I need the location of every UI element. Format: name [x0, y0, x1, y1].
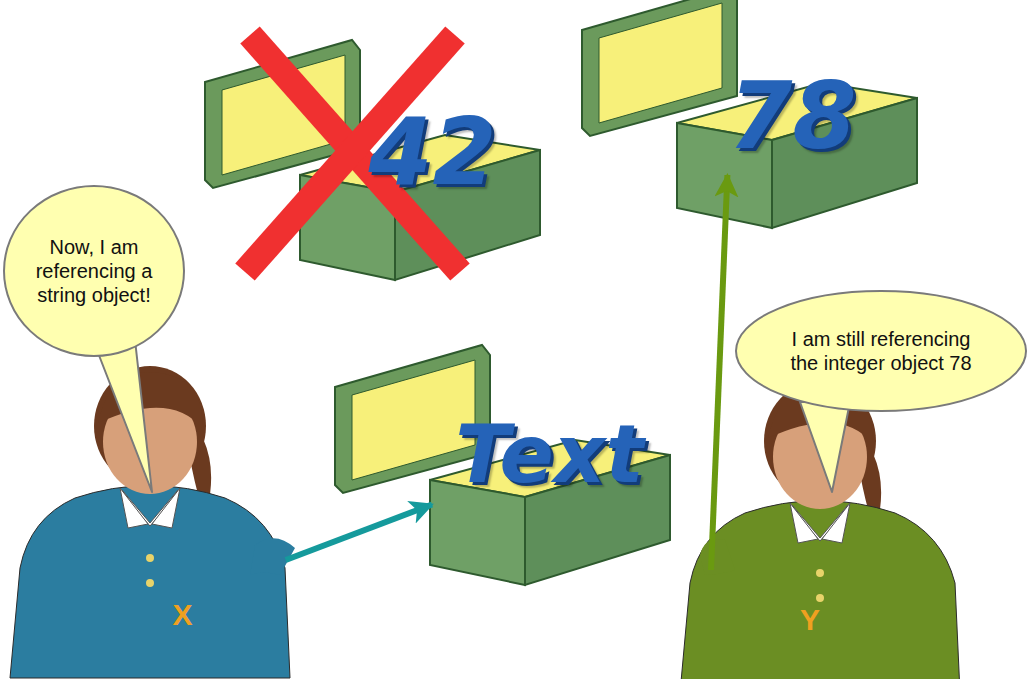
value-text: 42 [368, 107, 496, 199]
box-content: 78 [715, 58, 870, 175]
bubble-shape [736, 291, 1026, 411]
speech-bubble: I am still referencing the integer objec… [735, 290, 1027, 412]
person-figure: Y [700, 570, 920, 670]
bubble-shape [4, 186, 184, 356]
value-text: Text [455, 415, 643, 495]
variable-name: Y [800, 605, 820, 635]
speech-text: Now, I am referencing a string object! [28, 235, 160, 307]
reference-arrow [286, 505, 432, 561]
box-content: Text [432, 400, 667, 510]
reference-arrow [711, 175, 727, 570]
bubble-outline [735, 290, 1027, 412]
variable-name: X [172, 600, 192, 630]
speech-text: I am still referencing the integer objec… [781, 327, 981, 375]
value-text: 78 [728, 71, 856, 163]
box-content: 42 [360, 95, 505, 210]
person-figure: X [75, 560, 290, 670]
speech-bubble: Now, I am referencing a string object! [3, 185, 185, 357]
